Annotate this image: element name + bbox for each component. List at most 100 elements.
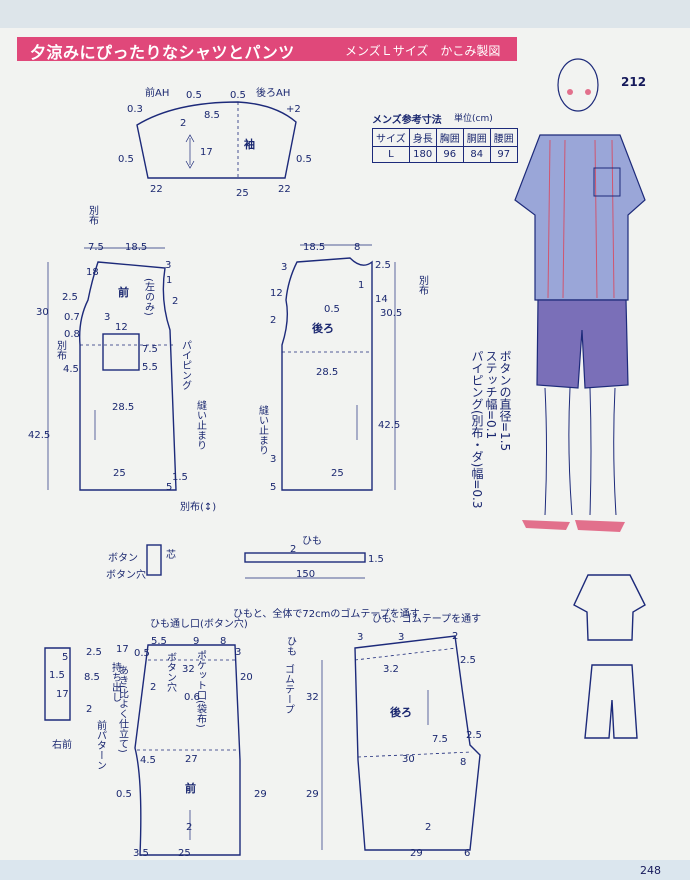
size-table-header: 腰囲 — [489, 128, 518, 147]
m-12: 12 — [115, 322, 128, 333]
tie-length: 150 — [296, 569, 315, 580]
m-85: 8.5 — [204, 110, 220, 121]
m-2: 2 — [270, 315, 276, 326]
back-bias: 別布 — [417, 275, 429, 296]
title-banner — [17, 37, 517, 61]
shorts-front-outline — [134, 644, 241, 856]
sf-8: 8 — [220, 636, 226, 647]
page-title: 夕涼みにぴったりなシャツとパンツ — [30, 43, 295, 62]
m-05: 0.5 — [324, 304, 340, 315]
pocket-note: (左のみ) — [143, 278, 155, 316]
sb-25a: 2.5 — [460, 655, 476, 666]
m-75: 7.5 — [88, 242, 104, 253]
size-table-title: メンズ参考寸法 — [372, 115, 442, 126]
sb-3a: 3 — [357, 632, 363, 643]
model-shirt — [514, 134, 646, 301]
sf-rubber: ゴムテープ — [283, 663, 295, 714]
flap-pattern: 5 2.5 1.5 8.5 17 2 持ち出し 右前 前パターン — [44, 647, 122, 770]
m-25a: 2.5 — [62, 292, 78, 303]
sandal-right — [575, 520, 625, 532]
m-plus2: +2 — [286, 104, 301, 115]
sf-05a: 0.5 — [134, 648, 150, 659]
m-425: 42.5 — [28, 430, 50, 441]
sb-32: 3.2 — [383, 664, 399, 675]
sf-55: 5.5 — [151, 636, 167, 647]
flap-85: 8.5 — [84, 672, 100, 683]
sb-2b: 2 — [425, 822, 431, 833]
sf-05b: 0.5 — [116, 789, 132, 800]
front-label: 前 — [118, 285, 129, 299]
m-30: 30 — [36, 307, 49, 318]
page-number: 248 — [640, 864, 661, 877]
size-table-unit: 単位(cm) — [454, 114, 493, 124]
sb-note: ひも、ゴムテープを通す — [372, 612, 481, 625]
tie-piece — [244, 552, 366, 563]
sf-32: 32 — [182, 664, 195, 675]
m-185: 18.5 — [303, 242, 325, 253]
back-sew-stop: 縫い止まり — [257, 404, 269, 455]
sb-3b: 3 — [398, 632, 404, 643]
front-pocket — [102, 333, 140, 371]
size-table: サイズ 身長 胸囲 胴囲 腰囲 L 180 96 84 97 — [372, 128, 518, 163]
front-bodice-pattern: 7.5 18.5 18 3 1 2.5 30 2 0.7 3 12 0.8 4.… — [28, 205, 216, 513]
sf-25: 25 — [178, 848, 191, 859]
shirt-pocket — [593, 167, 621, 197]
m-1: 1 — [358, 280, 364, 291]
sb-6: 6 — [464, 848, 470, 859]
sb-29-side: 29 — [306, 789, 319, 800]
flap-25: 2.5 — [86, 647, 102, 658]
flap-17: 17 — [56, 689, 69, 700]
m-18: 18 — [86, 267, 99, 278]
m-03: 0.3 — [127, 104, 143, 115]
m-05l: 0.5 — [118, 154, 134, 165]
shorts-back-waist-line — [354, 647, 458, 661]
sf-pocket: ポケット口(袋布) — [195, 650, 207, 728]
placket-and-tie: ボタン ボタン穴 芯 ひも 150 1.5 2 — [106, 535, 384, 581]
shorts-back-crotch-line — [357, 751, 473, 758]
sf-opening: あき(比よく仕立て) — [117, 665, 129, 753]
m-top1: 0.5 — [186, 90, 202, 101]
sf-label: 前 — [185, 781, 196, 795]
sf-29: 29 — [254, 789, 267, 800]
m-75b: 7.5 — [142, 344, 158, 355]
m-25b: 25 — [331, 468, 344, 479]
top-margin-band — [0, 0, 690, 28]
m-17: 17 — [200, 147, 213, 158]
sb-32b: 32 — [306, 692, 319, 703]
m-25: 2.5 — [375, 260, 391, 271]
m-8: 8 — [354, 242, 360, 253]
sleeve-front-ah: 前AH — [145, 86, 169, 99]
note-stitch: ステッチ幅=0.1 — [484, 350, 498, 440]
m-285: 28.5 — [316, 367, 338, 378]
flat-shirt-outline — [573, 574, 646, 641]
page-subtitle: メンズＬサイズ かこみ製図 — [345, 44, 501, 58]
m-12: 12 — [270, 288, 283, 299]
flat-sketch-shirt — [573, 574, 646, 641]
flap-label2: 右前 — [52, 738, 72, 751]
sb-29: 29 — [410, 848, 423, 859]
sf-himo: ひも — [285, 636, 296, 656]
m-2: 2 — [180, 118, 186, 129]
flat-shorts-outline — [584, 664, 638, 739]
flap-15: 1.5 — [49, 670, 65, 681]
placket-buttonhole: ボタン穴 — [106, 568, 146, 581]
sf-35: 3.5 — [133, 848, 149, 859]
sleeve-label: 袖 — [244, 137, 255, 151]
bottom-margin-band — [0, 860, 690, 880]
sb-2a: 2 — [452, 631, 458, 642]
flap-5: 5 — [62, 652, 68, 663]
sf-9: 9 — [193, 636, 199, 647]
m-3a: 3 — [165, 260, 171, 271]
front-piping: パイピング — [180, 340, 192, 390]
front-sew-stop: 縫い止まり — [195, 399, 207, 450]
m-14: 14 — [375, 294, 388, 305]
model-legs — [544, 387, 617, 516]
m-3b: 3 — [270, 454, 276, 465]
note-button: ボタンの直径=1.5 — [498, 350, 512, 452]
sf-note1: ひも通し口(ボタン穴) — [150, 617, 248, 630]
m-5: 5 — [166, 482, 172, 493]
model-cheek-right — [585, 89, 591, 95]
construction-notes: ボタンの直径=1.5 ステッチ幅=0.1 パイピング(別布・ダ)幅=0.3 — [470, 350, 512, 520]
